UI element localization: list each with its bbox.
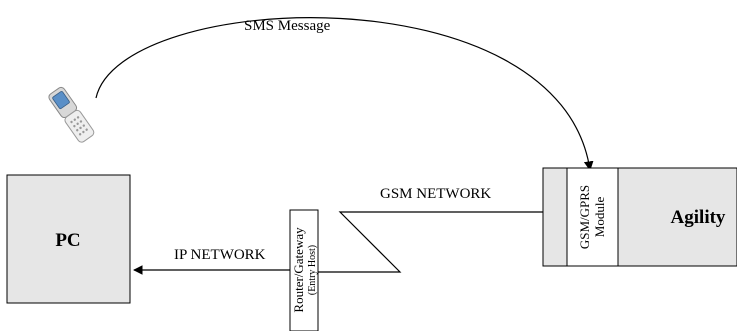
pc-label: PC (55, 230, 80, 251)
agility-label: Agility (671, 207, 726, 228)
router-entry-host-label: (Entry Host) (307, 245, 318, 295)
router-gateway-label: Router/Gateway (291, 227, 306, 313)
gsm-network-label: GSM NETWORK (380, 186, 491, 202)
gsm-network-link (318, 211, 543, 273)
ip-network-label: IP NETWORK (174, 247, 266, 263)
module-label: Module (592, 197, 607, 238)
pc-box (6, 174, 131, 304)
router-gateway-box (289, 209, 319, 331)
mobile-phone-icon (48, 86, 95, 143)
sms-arc-arrow (95, 17, 594, 171)
sms-message-label: SMS Message (244, 18, 331, 34)
gsm-gprs-label: GSM/GPRS (577, 185, 592, 249)
gsm-gprs-module-box (566, 167, 619, 267)
